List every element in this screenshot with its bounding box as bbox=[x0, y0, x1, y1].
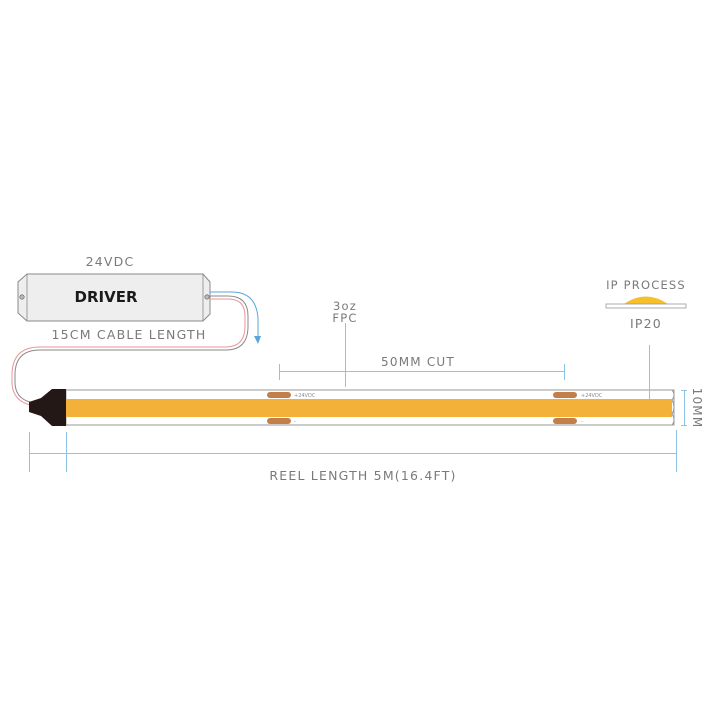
ip-process: IP PROCESS IP20 bbox=[605, 278, 687, 403]
cable bbox=[11, 291, 261, 406]
width-label: 10MM bbox=[690, 388, 704, 429]
solder-pad-positive bbox=[267, 392, 291, 398]
arrowhead-icon bbox=[254, 336, 261, 344]
strip-cut-edge bbox=[671, 389, 675, 426]
pad-negative-label: - bbox=[581, 419, 583, 425]
driver-name: DRIVER bbox=[75, 288, 138, 306]
solder-pad-positive bbox=[553, 392, 577, 398]
pad-negative-label: - bbox=[294, 419, 296, 425]
pad-positive-label: +24VDC bbox=[294, 393, 316, 399]
ip-encapsulation-dome bbox=[624, 296, 668, 304]
cut-length-label: 50MM CUT bbox=[381, 355, 455, 369]
driver-screw-left-icon bbox=[19, 294, 25, 300]
driver-screw-right-icon bbox=[204, 294, 210, 300]
reel-length-label: REEL LENGTH 5M(16.4FT) bbox=[269, 468, 456, 483]
fpc-label-line1: 3oz bbox=[333, 299, 357, 313]
ip-pcb-base bbox=[605, 303, 687, 309]
cable-red bbox=[11, 298, 246, 406]
solder-pad-negative bbox=[553, 418, 577, 424]
end-cap bbox=[29, 389, 66, 426]
solder-pad-negative bbox=[267, 418, 291, 424]
cable-grey bbox=[14, 295, 249, 403]
driver-unit: 24VDC DRIVER 15CM CABLE LENGTH bbox=[17, 254, 211, 342]
driver-voltage-label: 24VDC bbox=[86, 254, 135, 269]
reel-dimension: REEL LENGTH 5M(16.4FT) bbox=[29, 430, 677, 483]
pad-positive-label: +24VDC bbox=[581, 393, 603, 399]
fpc-callout: 3oz FPC bbox=[332, 299, 357, 387]
ip-rating: IP20 bbox=[630, 316, 662, 331]
width-dimension: 10MM bbox=[681, 388, 704, 429]
cut-dimension: 50MM CUT bbox=[279, 355, 565, 380]
cable-direction-arrow bbox=[210, 291, 259, 340]
ip-process-title: IP PROCESS bbox=[606, 278, 686, 292]
fpc-label-line2: FPC bbox=[332, 311, 357, 325]
cob-led-band bbox=[66, 399, 672, 417]
led-strip: +24VDC - +24VDC - bbox=[29, 389, 675, 426]
cable-length-label: 15CM CABLE LENGTH bbox=[52, 327, 207, 342]
